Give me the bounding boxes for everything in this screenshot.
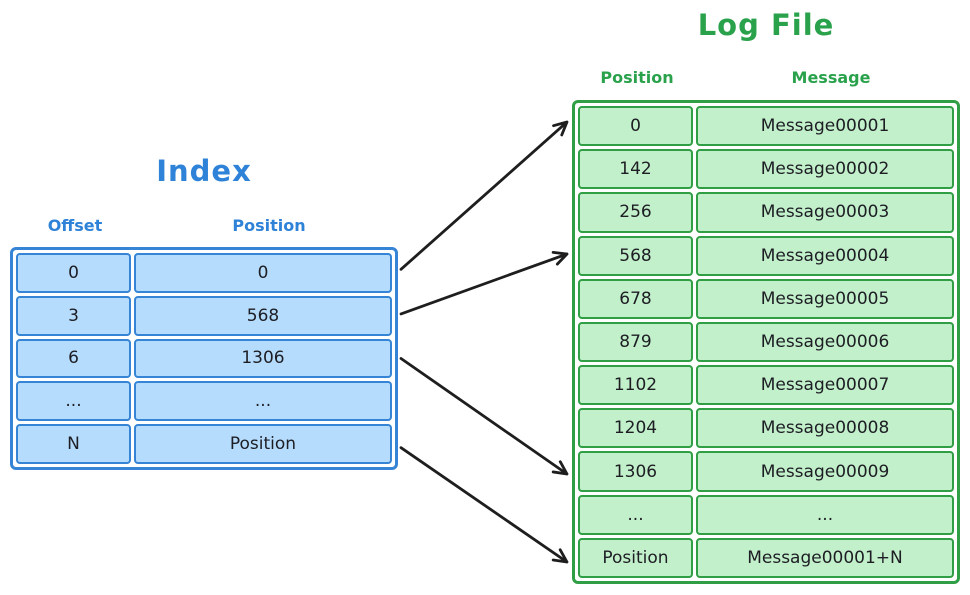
log-cell-r10-c0: Position xyxy=(578,537,693,578)
log-cell-r3-c0: 568 xyxy=(578,235,693,276)
log-cell-r4-c1: Message00005 xyxy=(696,278,954,319)
index-cell-r1-c1: 568 xyxy=(134,295,392,336)
log-cell-r5-c1: Message00006 xyxy=(696,321,954,363)
index-header-offset: Offset xyxy=(47,216,103,235)
index-cell-r4-c0: N xyxy=(16,424,131,464)
index-to-log-arrow-0 xyxy=(399,120,569,271)
index-column-headers: Offset Position xyxy=(10,216,398,235)
log-cell-r3-c1: Message00004 xyxy=(696,235,954,276)
log-cell-r6-c0: 1102 xyxy=(578,365,693,406)
index-cell-r3-c1: ... xyxy=(134,381,392,422)
log-file-title: Log File xyxy=(697,8,835,42)
index-cell-r0-c0: 0 xyxy=(16,253,131,293)
log-cell-r0-c0: 0 xyxy=(578,106,693,147)
log-cell-r10-c1: Message00001+N xyxy=(696,537,954,578)
index-header-position: Position xyxy=(232,216,306,235)
index-title: Index xyxy=(156,154,252,188)
log-cell-r2-c1: Message00003 xyxy=(696,192,954,233)
index-cell-r2-c0: 6 xyxy=(16,338,131,379)
log-file-column-headers: Position Message xyxy=(572,68,960,87)
log-cell-r2-c0: 256 xyxy=(578,192,693,233)
index-to-log-arrow-3 xyxy=(399,446,569,564)
log-header-message: Message xyxy=(791,68,871,87)
log-cell-r4-c0: 678 xyxy=(578,278,693,319)
log-cell-r7-c0: 1204 xyxy=(578,408,693,449)
index-to-log-arrow-1 xyxy=(399,251,569,316)
log-cell-r9-c0: ... xyxy=(578,494,693,535)
log-cell-r7-c1: Message00008 xyxy=(696,408,954,449)
log-cell-r1-c0: 142 xyxy=(578,149,693,190)
log-cell-r8-c1: Message00009 xyxy=(696,451,954,492)
log-cell-r9-c1: ... xyxy=(696,494,954,535)
index-cell-r3-c0: ... xyxy=(16,381,131,422)
index-cell-r2-c1: 1306 xyxy=(134,338,392,379)
index-cell-r4-c1: Position xyxy=(134,424,392,464)
log-cell-r5-c0: 879 xyxy=(578,321,693,363)
index-to-log-arrow-2 xyxy=(399,357,569,476)
index-cell-r0-c1: 0 xyxy=(134,253,392,293)
log-cell-r0-c1: Message00001 xyxy=(696,106,954,147)
index-cell-r1-c0: 3 xyxy=(16,295,131,336)
log-cell-r1-c1: Message00002 xyxy=(696,149,954,190)
log-cell-r6-c1: Message00007 xyxy=(696,365,954,406)
log-header-position: Position xyxy=(600,68,674,87)
log-cell-r8-c0: 1306 xyxy=(578,451,693,492)
